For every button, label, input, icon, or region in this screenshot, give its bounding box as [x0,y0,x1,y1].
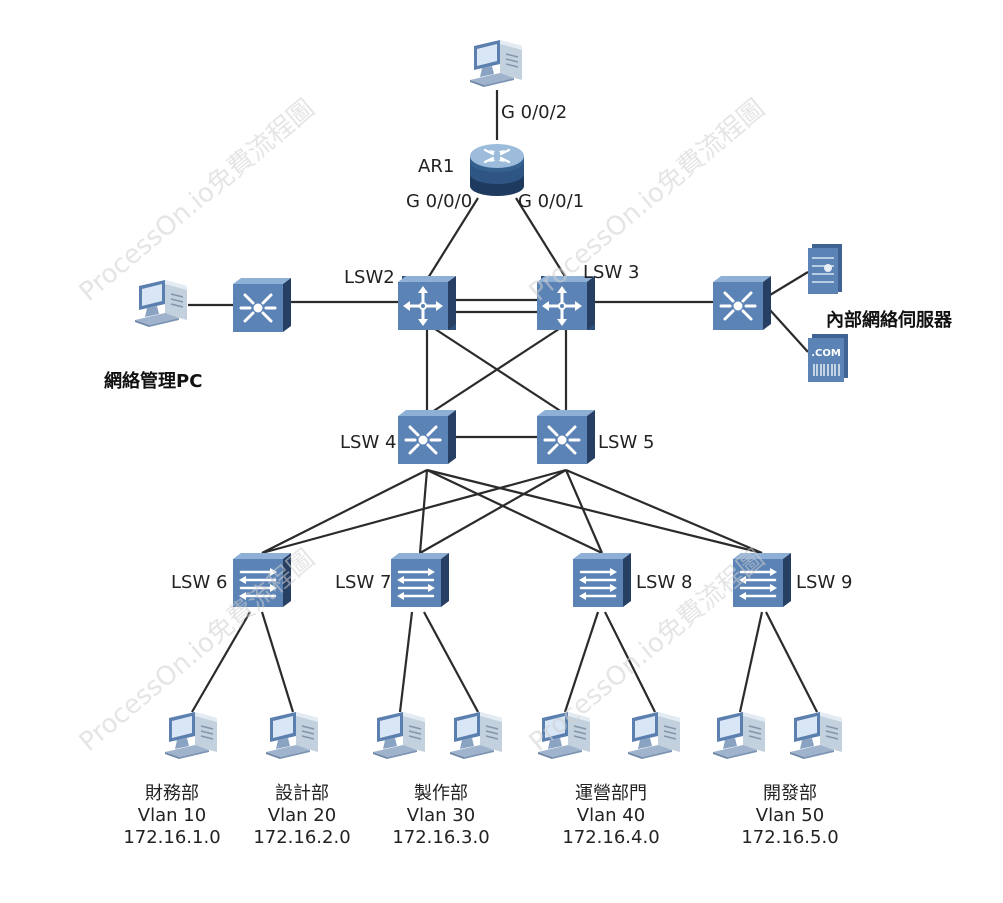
lsw4-switch-icon [396,408,458,466]
pc-operations-1-icon [712,711,766,760]
link-lsw5-lsw8 [564,469,604,554]
link-lsw9-pc7 [738,611,764,713]
link-router-lsw3 [515,197,567,279]
link-lsw5-lsw7 [419,469,567,554]
pc-finance-2-icon [265,711,319,760]
link-lsw6-pc2 [260,611,295,713]
department-name: 設計部 [275,783,329,804]
department-name: 財務部 [145,783,199,804]
department-vlan: Vlan 10 [137,805,207,826]
lsw8-switch-icon [571,551,633,609]
management-switch-icon [231,276,293,334]
department-subnet: 172.16.2.0 [253,827,351,848]
link-lsw4-lsw9 [426,468,763,555]
department-subnet: 172.16.5.0 [741,827,839,848]
link-lsw7-pc3 [398,611,414,713]
management-pc-label: 網絡管理PC [104,371,203,392]
link-lsw4-lsw7 [418,469,429,554]
lsw6-switch-icon [231,551,293,609]
web-server-icon: .COM [808,334,848,382]
link-router-lsw2 [427,197,479,279]
router-port-left-label: G 0/0/0 [406,191,473,212]
pc-production-1-icon [537,711,591,760]
link-srvsw-server1 [769,271,809,296]
link-lsw3-lsw4 [431,326,563,413]
lsw2-label: LSW2 [344,267,395,288]
lsw7-switch-icon [389,551,451,609]
department-name: 製作部 [414,783,468,804]
pc-design-1-icon [372,711,426,760]
department-finance: 財務部 Vlan 10 172.16.1.0 [97,783,247,849]
router-ar1-icon [470,144,524,196]
department-name: 運營部門 [575,783,647,804]
department-operations: 運營部門 Vlan 40 172.16.4.0 [536,783,686,849]
link-lsw7-pc4 [423,611,479,713]
router-port-right-label: G 0/0/1 [518,191,585,212]
server-icon [808,244,842,294]
lsw2-switch-icon [396,274,458,332]
department-vlan: Vlan 40 [576,805,646,826]
management-pc-icon [134,279,188,328]
lsw5-switch-icon [535,408,597,466]
department-subnet: 172.16.4.0 [562,827,660,848]
lsw4-label: LSW 4 [340,432,397,453]
link-lsw4-lsw6 [261,469,428,554]
department-design: 設計部 Vlan 20 172.16.2.0 [227,783,377,849]
department-name: 開發部 [763,783,817,804]
link-lsw8-pc5 [563,611,600,713]
router-port-top-label: G 0/0/2 [501,102,568,123]
lsw8-label: LSW 8 [636,572,693,593]
server-group-label: 內部網絡伺服器 [826,310,952,331]
department-development: 開發部 Vlan 50 172.16.5.0 [715,783,865,849]
router-name-label: AR1 [418,156,455,177]
pc-design-2-icon [449,711,503,760]
department-vlan: Vlan 30 [406,805,476,826]
lsw9-switch-icon [731,551,793,609]
link-lsw9-pc8 [765,611,818,713]
top-pc-icon [469,39,523,88]
pc-finance-1-icon [164,711,218,760]
link-lsw5-lsw6 [261,468,567,555]
link-srvsw-server2 [769,309,809,353]
link-lsw4-lsw8 [426,469,603,554]
link-lsw6-pc1 [191,611,251,713]
lsw3-label: LSW 3 [583,262,640,283]
link-lsw8-pc6 [604,611,656,713]
department-production: 製作部 Vlan 30 172.16.3.0 [366,783,516,849]
department-subnet: 172.16.1.0 [123,827,221,848]
link-lsw5-lsw9 [565,468,763,555]
lsw3-switch-icon [535,274,597,332]
com-text: .COM [811,348,841,359]
department-vlan: Vlan 50 [755,805,825,826]
server-switch-icon [711,274,773,332]
lsw5-label: LSW 5 [598,432,655,453]
pc-operations-2-icon [789,711,843,760]
lsw9-label: LSW 9 [796,572,853,593]
department-vlan: Vlan 20 [267,805,337,826]
lsw7-label: LSW 7 [335,572,392,593]
department-subnet: 172.16.3.0 [392,827,490,848]
lsw6-label: LSW 6 [171,572,228,593]
pc-production-2-icon [627,711,681,760]
